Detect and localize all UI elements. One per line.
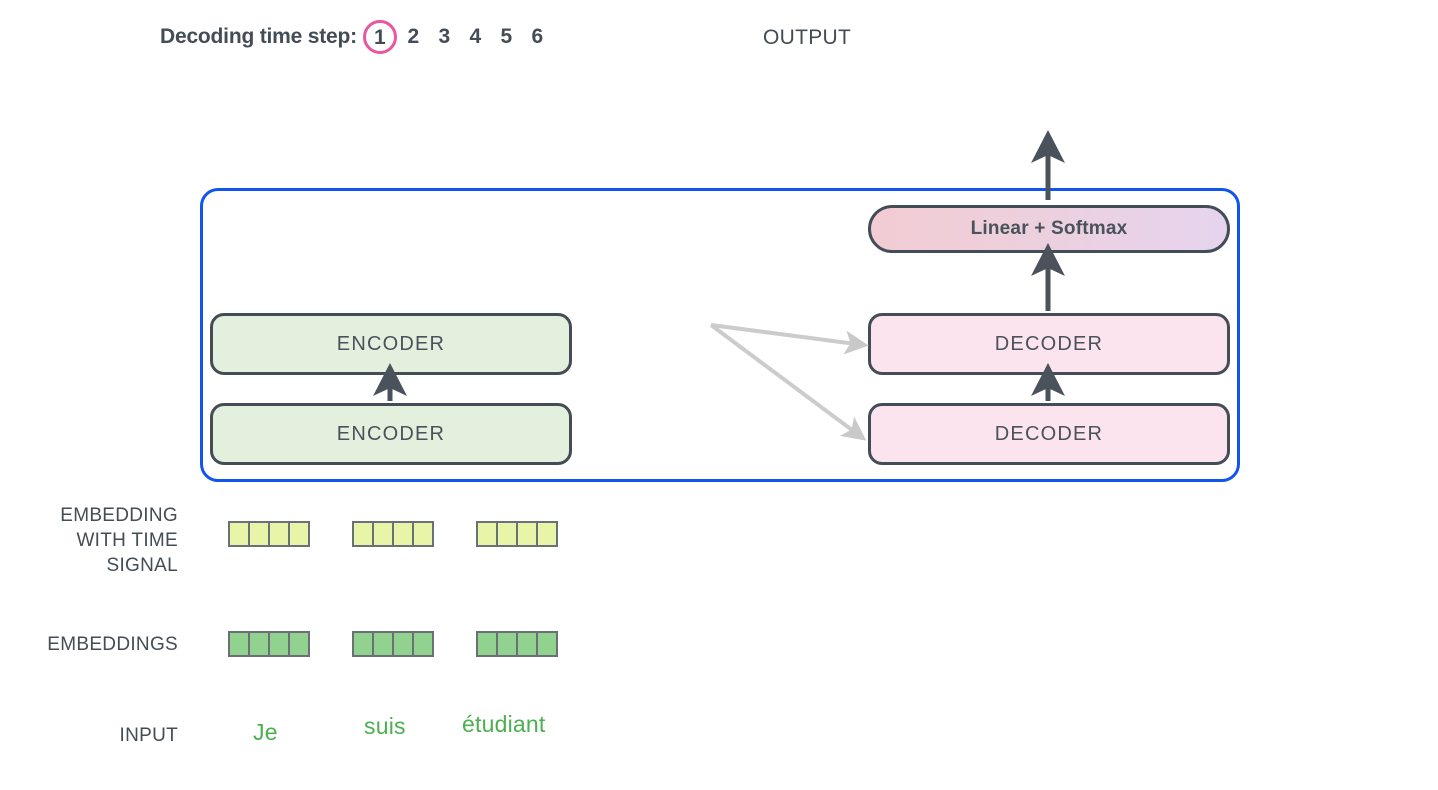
vector-cell [230,523,250,545]
time-step-6[interactable]: 6 [531,25,544,48]
embedding-vector-1 [352,631,434,657]
vector-cell [374,633,394,655]
vector-cell [374,523,394,545]
vector-cell [478,633,498,655]
time-step-3[interactable]: 3 [438,25,451,48]
time-step-numbers: 1 2 3 4 5 6 [362,20,553,54]
linear-softmax-block[interactable]: Linear + Softmax [868,205,1230,253]
time-signal-vector-2 [476,521,558,547]
decoder-block-top[interactable]: DECODER [868,313,1230,375]
vector-cell [354,523,374,545]
vector-cell [414,633,432,655]
vector-cell [478,523,498,545]
vector-cell [414,523,432,545]
vector-cell [354,633,374,655]
vector-cell [290,523,308,545]
vector-cell [498,633,518,655]
time-signal-vector-0 [228,521,310,547]
vector-cell [230,633,250,655]
encoder-block-top[interactable]: ENCODER [210,313,572,375]
time-step-2[interactable]: 2 [407,25,420,48]
vector-cell [394,633,414,655]
time-step-1[interactable]: 1 [362,20,397,54]
output-label: OUTPUT [763,26,852,49]
embedding-vector-0 [228,631,310,657]
vector-cell [250,633,270,655]
embedding-with-time-signal-label: EMBEDDING WITH TIME SIGNAL [0,503,178,578]
embeddings-label: EMBEDDINGS [47,634,178,655]
input-label: INPUT [119,725,178,746]
vector-cell [394,523,414,545]
input-word-suis: suis [364,713,406,739]
decoding-time-step-bar: Decoding time step: 1 2 3 4 5 6 [160,20,553,54]
decoding-time-step-label: Decoding time step: [160,25,357,48]
vector-cell [518,523,538,545]
vector-cell [538,523,556,545]
input-word-etudiant: étudiant [462,711,546,737]
embedding-vector-2 [476,631,558,657]
embedding-with-time-signal-label-line-2: WITH TIME [76,530,178,551]
vector-cell [270,523,290,545]
embedding-with-time-signal-label-line-1: EMBEDDING [60,505,178,526]
decoder-block-bottom[interactable]: DECODER [868,403,1230,465]
input-word-je: Je [253,719,278,745]
time-step-5[interactable]: 5 [500,25,513,48]
vector-cell [518,633,538,655]
encoder-block-bottom[interactable]: ENCODER [210,403,572,465]
vector-cell [538,633,556,655]
vector-cell [250,523,270,545]
time-signal-vector-1 [352,521,434,547]
transformer-model-container [200,188,1240,482]
vector-cell [290,633,308,655]
embedding-with-time-signal-label-line-3: SIGNAL [106,555,178,576]
time-step-4[interactable]: 4 [469,25,482,48]
vector-cell [498,523,518,545]
vector-cell [270,633,290,655]
